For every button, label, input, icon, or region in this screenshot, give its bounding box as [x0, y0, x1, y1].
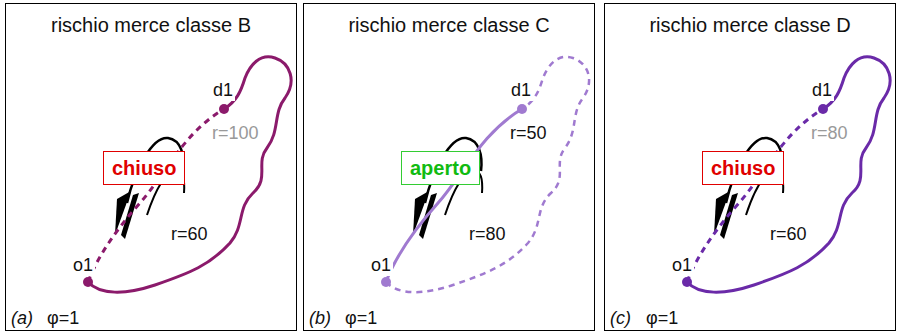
risk-value: r=60	[169, 225, 210, 245]
gate-status-box: chiuso	[702, 151, 784, 185]
risk-value: r=80	[809, 124, 850, 144]
panel-letter: (a)	[9, 309, 35, 329]
gate-status-box: chiuso	[103, 151, 185, 185]
gate-status: chiuso	[711, 157, 775, 179]
phi-value: φ=1	[45, 309, 81, 329]
destination-label: d1	[211, 81, 235, 101]
panel-letter: (c)	[608, 309, 633, 329]
gate-status: aperto	[410, 157, 471, 179]
panel-title: rischio merce classe D	[605, 14, 895, 37]
panel-letter: (b)	[307, 309, 333, 329]
panel-frame: rischio merce classe B chiuso	[5, 3, 297, 331]
panel-title: rischio merce classe B	[6, 14, 296, 37]
gate-status: chiuso	[112, 157, 176, 179]
destination-label: d1	[509, 81, 533, 101]
origin-label: o1	[369, 256, 393, 276]
risk-value: r=80	[467, 225, 508, 245]
origin-label: o1	[71, 256, 95, 276]
panel-frame: rischio merce classe C aperto	[303, 3, 595, 331]
panel-title: rischio merce classe C	[304, 14, 594, 37]
risk-value: r=50	[508, 124, 549, 144]
risk-value: r=60	[768, 225, 809, 245]
phi-value: φ=1	[343, 309, 379, 329]
phi-value: φ=1	[644, 309, 680, 329]
origin-label: o1	[670, 256, 694, 276]
panel-frame: rischio merce classe D chiuso	[604, 3, 896, 331]
gate-status-box: aperto	[401, 151, 480, 185]
risk-value: r=100	[210, 124, 261, 144]
destination-label: d1	[810, 81, 834, 101]
